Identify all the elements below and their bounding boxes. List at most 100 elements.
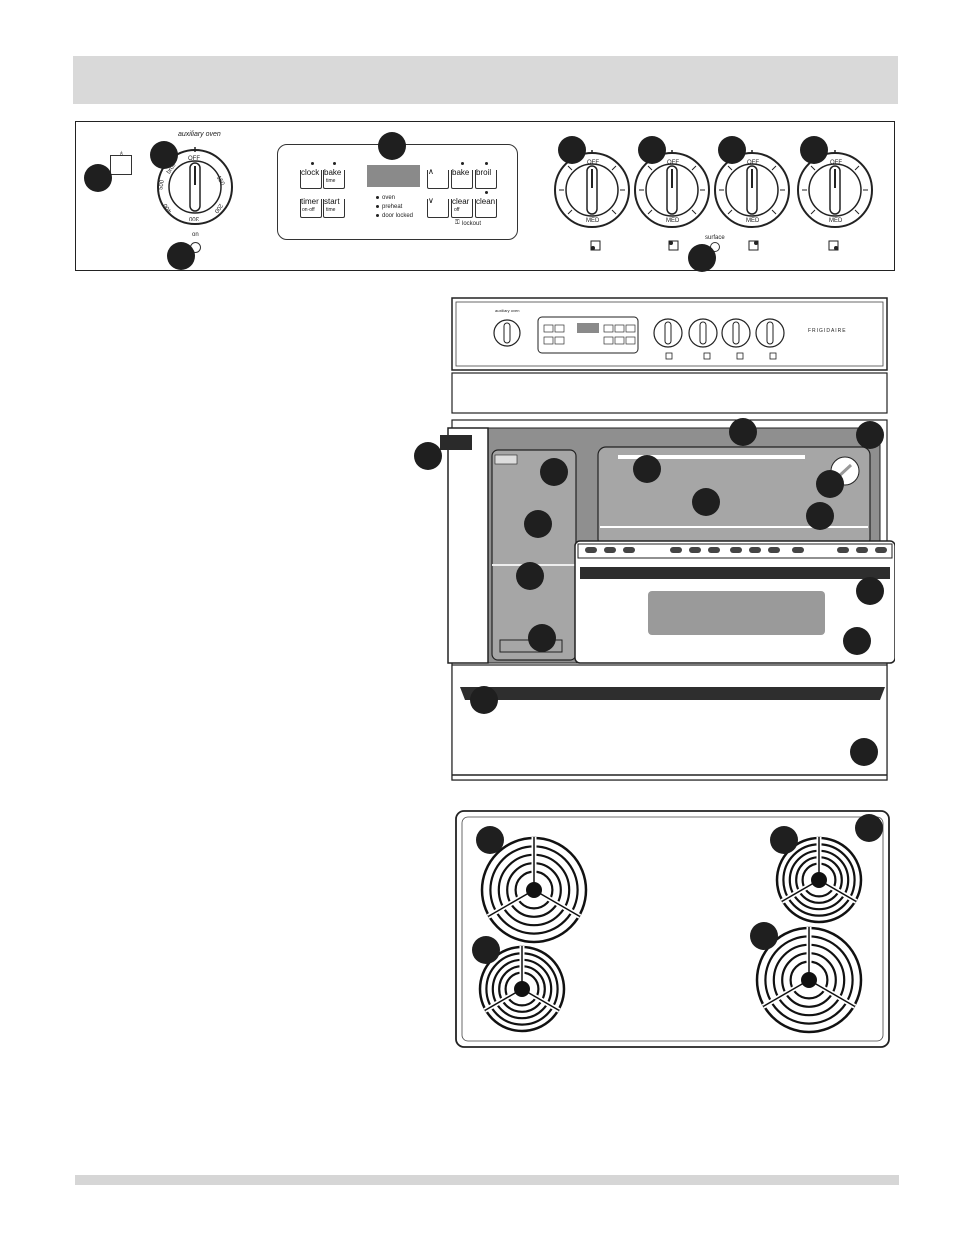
callout-22 — [843, 627, 871, 655]
aux-knob-off: OFF — [188, 156, 200, 162]
aux-oven-knob[interactable] — [155, 147, 235, 227]
aux-on-label: on — [192, 232, 199, 238]
callout-18 — [856, 421, 884, 449]
oven-light-switch[interactable]: ♁ — [110, 148, 132, 175]
surface-label: surface — [705, 235, 725, 241]
callout-16 — [692, 488, 720, 516]
knob1-med: MED — [586, 218, 600, 224]
knob3-off: OFF — [747, 160, 759, 166]
up-arrow-button[interactable]: ∧ — [427, 167, 449, 189]
down-arrow-icon: ∨ — [428, 196, 434, 205]
preheat-status-dot — [376, 205, 379, 208]
light-bulb-icon: ♁ — [118, 148, 125, 158]
burner-position-icon-left-front — [668, 240, 679, 251]
callout-8 — [800, 136, 828, 164]
status-preheat: preheat — [382, 204, 403, 210]
surface-knob-3[interactable] — [712, 150, 792, 230]
clean-indicator — [485, 191, 488, 194]
burner-position-icon-left-rear — [590, 240, 601, 251]
knob4-off: OFF — [830, 160, 842, 166]
burner-position-icon-right-front — [748, 240, 759, 251]
callout-19 — [816, 470, 844, 498]
bake-time-indicator — [333, 162, 336, 165]
start-time-button[interactable]: start time — [323, 197, 345, 218]
callout-11 — [540, 458, 568, 486]
range-front-view — [440, 297, 895, 781]
callout-13 — [516, 562, 544, 590]
callout-25 — [476, 826, 504, 854]
aux-knob-300: 300 — [189, 215, 200, 221]
burner-right-front-icon — [755, 926, 863, 1034]
status-door-locked: door locked — [382, 213, 414, 219]
callout-12 — [524, 510, 552, 538]
surface-knob-4[interactable] — [795, 150, 875, 230]
range-aux-label: auxiliary oven — [495, 308, 520, 313]
callout-9 — [688, 244, 716, 272]
bake-time-button[interactable]: bake time — [323, 168, 345, 189]
callout-7 — [718, 136, 746, 164]
start-sub: time — [326, 207, 336, 213]
knob1-off: OFF — [587, 160, 599, 166]
burner-right-rear-icon — [775, 836, 863, 924]
lockout-label: lockout — [462, 221, 482, 227]
bake-time-label: bake — [324, 168, 342, 177]
timer-button[interactable]: timer on·off — [300, 197, 322, 218]
callout-4 — [378, 132, 406, 160]
broil-label: broil — [476, 168, 492, 177]
callout-1 — [84, 164, 112, 192]
clear-label: clear — [452, 197, 470, 206]
header-bar — [73, 56, 898, 104]
burner-left-front-icon — [478, 945, 566, 1033]
callout-23 — [470, 686, 498, 714]
timer-label: timer — [301, 197, 319, 206]
callout-10 — [414, 442, 442, 470]
aux-oven-label: auxiliary oven — [178, 131, 221, 138]
lock-icon: ⚿ — [455, 220, 460, 226]
callout-27 — [855, 814, 883, 842]
callout-2 — [150, 141, 178, 169]
callout-6 — [638, 136, 666, 164]
knob4-med: MED — [829, 218, 843, 224]
bake-indicator — [461, 162, 464, 165]
clear-off-button[interactable]: clear off — [451, 197, 473, 218]
callout-20 — [806, 502, 834, 530]
footer-bar — [75, 1175, 899, 1185]
burner-position-icon-right-rear — [828, 240, 839, 251]
clock-label: clock — [301, 168, 320, 177]
status-oven: oven — [382, 195, 396, 201]
brand-logo: FRIGIDAIRE — [808, 328, 847, 334]
knob2-med: MED — [666, 218, 680, 224]
clock-indicator — [311, 162, 314, 165]
callout-28 — [472, 936, 500, 964]
bake-time-sub: time — [326, 178, 336, 184]
broil-button[interactable]: broil — [475, 168, 497, 189]
control-panel-closeup — [75, 121, 895, 271]
bake-label: bake — [452, 168, 470, 177]
callout-14 — [528, 624, 556, 652]
timer-sub: on·off — [302, 207, 315, 213]
control-display — [367, 165, 420, 187]
door-locked-status-dot — [376, 214, 379, 217]
knob2-off: OFF — [667, 160, 679, 166]
surface-knob-1[interactable] — [552, 150, 632, 230]
callout-21 — [856, 577, 884, 605]
callout-3 — [167, 242, 195, 270]
burner-left-rear-icon — [480, 836, 588, 944]
callout-17 — [729, 418, 757, 446]
clear-sub: off — [454, 207, 460, 213]
up-arrow-icon: ∧ — [428, 167, 434, 176]
knob3-med: MED — [746, 218, 760, 224]
callout-24 — [850, 738, 878, 766]
callout-29 — [750, 922, 778, 950]
callout-5 — [558, 136, 586, 164]
callout-26 — [770, 826, 798, 854]
broil-indicator — [485, 162, 488, 165]
clock-button[interactable]: clock — [300, 168, 322, 189]
down-arrow-button[interactable]: ∨ — [427, 196, 449, 218]
bake-button[interactable]: bake — [451, 168, 473, 189]
surface-knob-2[interactable] — [632, 150, 712, 230]
start-label: start — [324, 197, 340, 206]
clean-label: clean — [476, 197, 496, 206]
callout-15 — [633, 455, 661, 483]
clean-button[interactable]: clean — [475, 197, 497, 218]
